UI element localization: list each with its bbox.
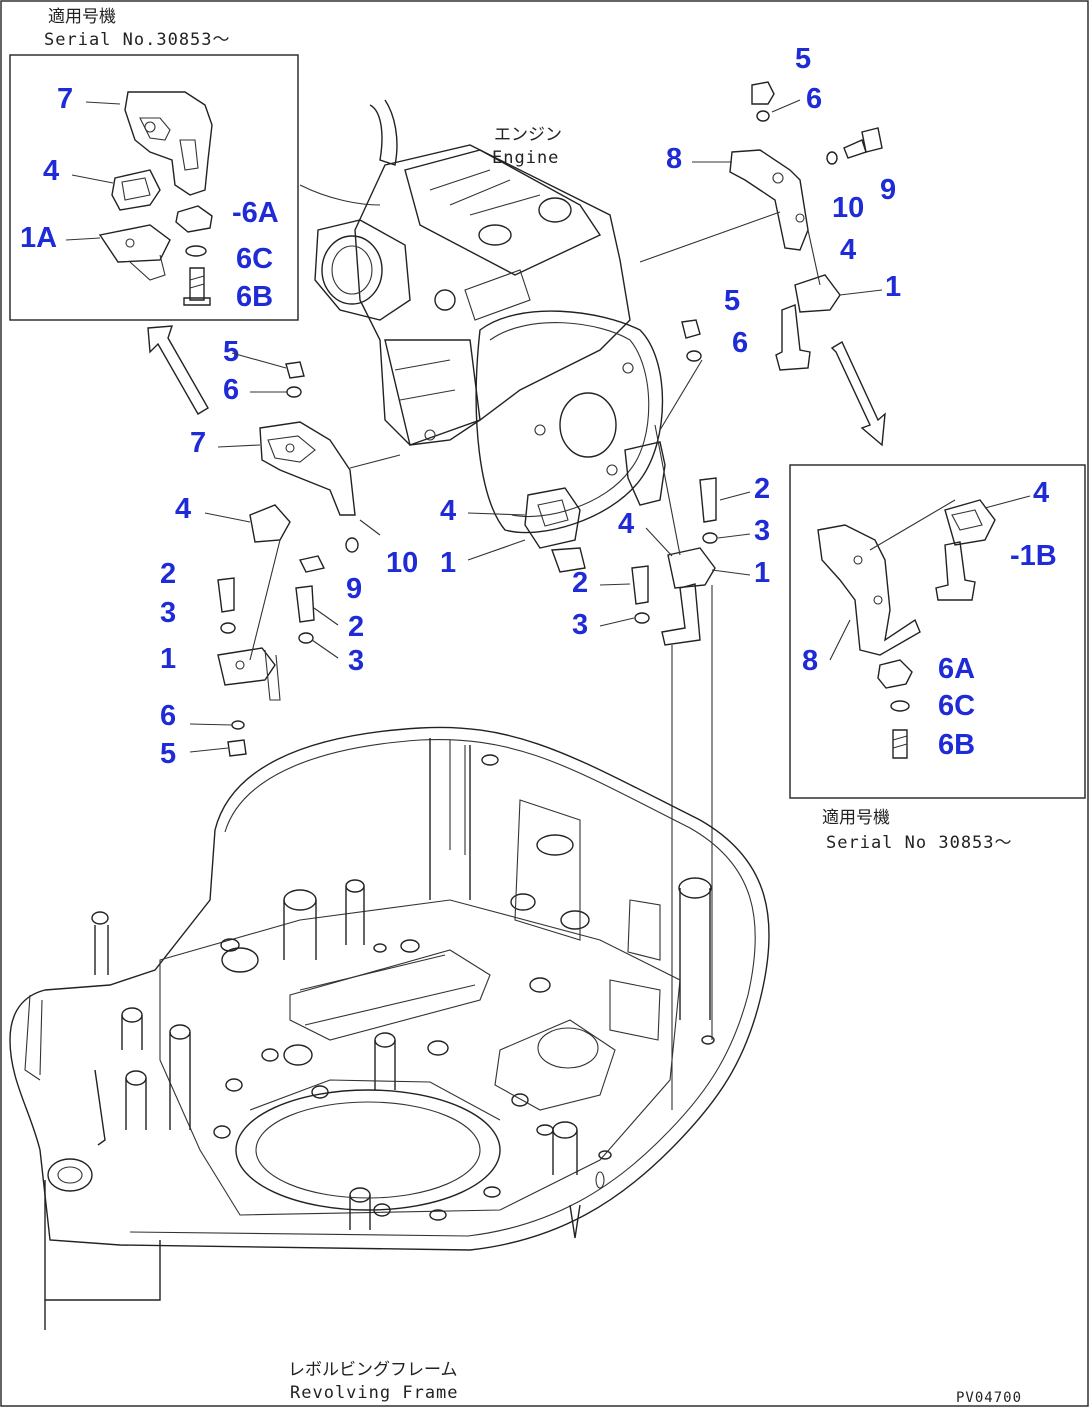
callout-1-top-right: 1	[885, 271, 901, 303]
callout-8-inset-right: 8	[802, 645, 818, 677]
center-mount	[524, 487, 586, 573]
callout-4-center-right: 4	[618, 508, 634, 540]
frame-label-en: Revolving Frame	[290, 1383, 459, 1403]
figure-code: PV04700	[956, 1390, 1022, 1406]
engine-label-jp: エンジン	[494, 125, 562, 145]
callout-1-left: 1	[160, 643, 176, 675]
inset-left-parts	[98, 91, 213, 306]
callout-6-lower-left: 6	[160, 700, 176, 732]
center-right-parts	[624, 441, 718, 1110]
callout-2-left-a: 2	[160, 558, 176, 590]
callout-6B-inset-left: 6B	[236, 281, 273, 313]
callout-3-left-b: 3	[348, 645, 364, 677]
revolving-frame	[9, 726, 770, 1330]
callout-3-center-lower: 3	[572, 609, 588, 641]
right-note-en: Serial No 30853～	[826, 833, 1013, 853]
callout-3-left-a: 3	[160, 597, 176, 629]
callout-6-mid-right: 6	[732, 327, 748, 359]
callout-6C-inset-right: 6C	[938, 690, 975, 722]
callout-5-top-right: 5	[795, 43, 811, 75]
callout-5-lower-left: 5	[160, 738, 176, 770]
mid-left-parts	[217, 361, 359, 757]
top-left-note-en: Serial No.30853～	[44, 30, 231, 50]
inset-right-parts	[817, 499, 996, 759]
callout-1A: 1A	[20, 222, 57, 254]
callout-10-mid-left: 10	[386, 547, 418, 579]
callout-2-left-b: 2	[348, 611, 364, 643]
right-note-jp: 適用号機	[822, 808, 890, 828]
callout-7-inset: 7	[57, 83, 73, 115]
callout-9-mid-left: 9	[346, 573, 362, 605]
callout-4-inset: 4	[43, 155, 59, 187]
callout-2-center-lower: 2	[572, 567, 588, 599]
top-right-parts	[729, 81, 883, 371]
top-left-note-jp: 適用号機	[48, 7, 116, 27]
callout-9-top-right: 9	[880, 174, 896, 206]
callout-8-top-right: 8	[666, 143, 682, 175]
engine-label-en: Engine	[492, 148, 559, 168]
callout-6A-inset-right: 6A	[938, 653, 975, 685]
callout-1B: -1B	[1010, 540, 1057, 572]
callout-6-mid-left: 6	[223, 374, 239, 406]
callout-4-center: 4	[440, 495, 456, 527]
callout-4-mid-left: 4	[175, 493, 191, 525]
callout-6-top-right: 6	[806, 83, 822, 115]
callout-6C-inset-left: 6C	[236, 243, 273, 275]
callout-4-inset-right: 4	[1033, 477, 1049, 509]
top-left-inset-frame	[9, 54, 299, 321]
callout-2-center-right: 2	[754, 473, 770, 505]
arrow-up-left-icon	[147, 325, 209, 415]
callout-1-center-right: 1	[754, 557, 770, 589]
callout-5-mid-right: 5	[724, 285, 740, 317]
callout-6A-inset-left: -6A	[232, 197, 279, 229]
frame-label-jp: レボルビングフレーム	[288, 1360, 458, 1380]
mid-right-nut-washer	[681, 319, 702, 362]
callout-7-mid-left: 7	[190, 427, 206, 459]
engine	[299, 99, 664, 534]
callout-3-center-right: 3	[754, 515, 770, 547]
callout-5-mid-left: 5	[223, 336, 239, 368]
callout-4-top-right: 4	[840, 234, 856, 266]
callout-10-top-right: 10	[832, 192, 864, 224]
arrow-down-right-icon	[830, 340, 886, 447]
callout-1-center: 1	[440, 547, 456, 579]
bottom-right-inset-frame	[789, 464, 1086, 799]
callout-6B-inset-right: 6B	[938, 729, 975, 761]
